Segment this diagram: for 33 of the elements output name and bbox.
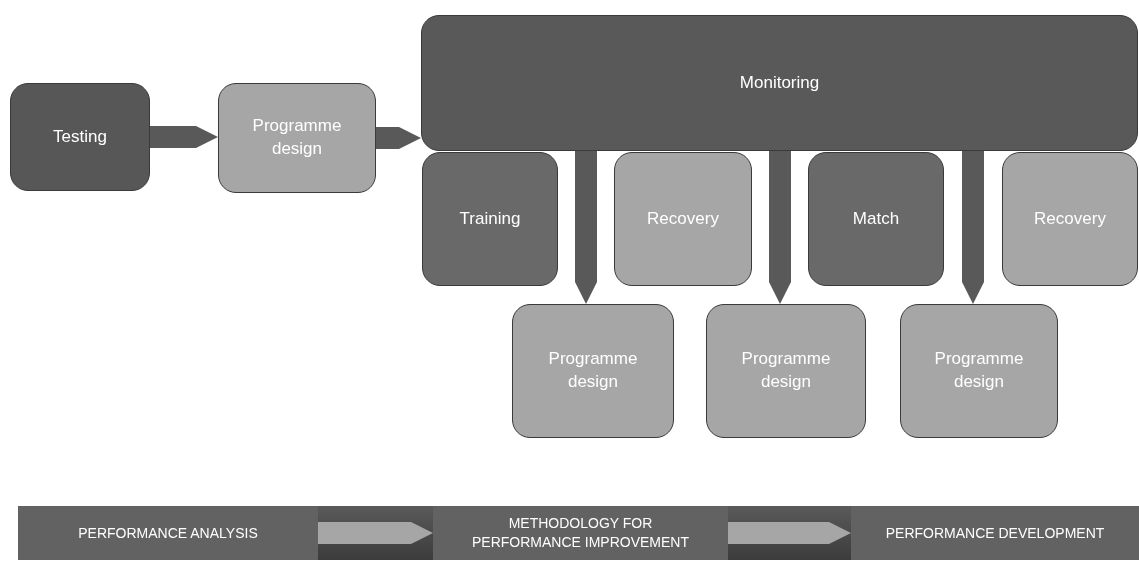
rounded-box xyxy=(218,83,376,193)
rounded-box xyxy=(614,152,752,286)
rounded-box xyxy=(1002,152,1138,286)
block-arrow xyxy=(376,127,421,149)
rounded-box xyxy=(512,304,674,438)
box-label: PERFORMANCE ANALYSIS xyxy=(77,523,259,543)
box-label: Recovery xyxy=(646,207,720,230)
block-arrow xyxy=(575,151,597,304)
box-label: Monitoring xyxy=(738,71,821,94)
box-label: Match xyxy=(851,207,901,230)
box-label: Testing xyxy=(52,125,108,148)
box-label: Training xyxy=(458,207,522,230)
rounded-box xyxy=(422,152,558,286)
box-label: METHODOLOGY FOR PERFORMANCE IMPROVEMENT xyxy=(471,514,690,552)
block-arrow xyxy=(318,522,433,544)
stage-box xyxy=(851,506,1139,560)
block-arrow xyxy=(962,151,984,304)
box-label: Programme design xyxy=(251,115,343,160)
box-label: PERFORMANCE DEVELOPMENT xyxy=(884,523,1106,543)
stage-box xyxy=(18,506,318,560)
rounded-box xyxy=(10,83,150,191)
block-arrow xyxy=(769,151,791,304)
box-label: Programme design xyxy=(933,348,1025,393)
stage-box xyxy=(433,506,728,560)
rounded-box xyxy=(900,304,1058,438)
rounded-box xyxy=(421,15,1138,151)
rounded-box xyxy=(706,304,866,438)
box-label: Programme design xyxy=(547,348,639,393)
block-arrow xyxy=(150,126,218,148)
box-label: Recovery xyxy=(1033,207,1107,230)
box-label: Programme design xyxy=(740,348,832,393)
block-arrow xyxy=(728,522,851,544)
rounded-box xyxy=(808,152,944,286)
